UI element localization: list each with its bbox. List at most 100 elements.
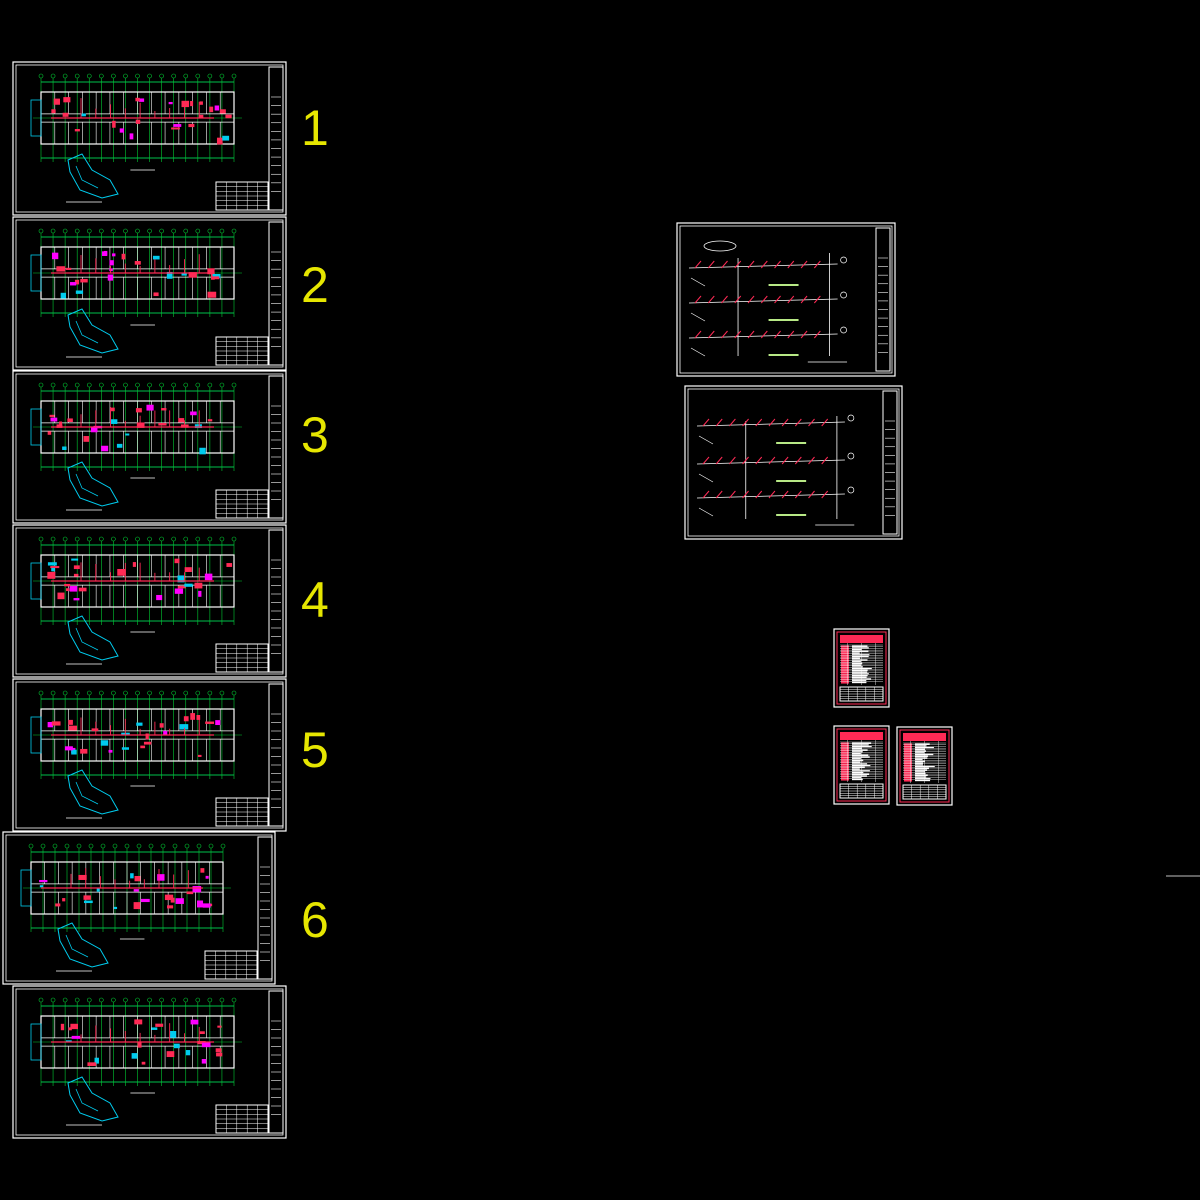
riser-note	[698, 507, 714, 517]
plumbing-fixture	[141, 1061, 146, 1065]
plumbing-fixture	[137, 1041, 142, 1048]
plan-sheet-6[interactable]	[2, 831, 276, 985]
table-text	[852, 667, 872, 670]
table-cell-mark	[904, 767, 912, 770]
riser-fixture-symbol	[702, 456, 710, 465]
plumbing-fixture	[62, 112, 69, 117]
plumbing-fixture	[161, 408, 167, 411]
plumbing-fixture	[73, 573, 79, 577]
axis-bubble	[159, 73, 164, 79]
key-plan-inner	[75, 1088, 99, 1112]
axis-bubble	[62, 690, 68, 696]
plumbing-fixture	[190, 1019, 199, 1025]
plumbing-fixture	[69, 586, 78, 592]
plumbing-fixture	[131, 1053, 138, 1059]
title-block-strip	[268, 66, 284, 211]
axis-bubble	[74, 73, 80, 79]
plumbing-fixture	[113, 906, 118, 910]
riser-tag	[847, 414, 855, 422]
axis-bubble	[231, 536, 237, 542]
table-text	[915, 745, 927, 747]
plumbing-fixture	[166, 271, 173, 279]
sheet-number-3: 3	[301, 407, 329, 463]
axis-bubble	[231, 73, 237, 79]
plumbing-fixture	[186, 891, 194, 895]
axis-bubble	[111, 382, 116, 388]
table-text	[915, 765, 935, 768]
plumbing-fixture	[185, 1050, 191, 1056]
plan-sheet-4[interactable]	[12, 524, 287, 678]
plumbing-fixture	[222, 135, 230, 141]
axis-bubble	[38, 997, 44, 1003]
plumbing-fixture	[202, 903, 211, 908]
table-cell-mark	[841, 669, 849, 672]
axis-bubble	[50, 228, 56, 234]
axis-bubble	[184, 843, 190, 849]
schedule-sheet-1[interactable]	[833, 628, 890, 708]
axis-bubble	[50, 382, 56, 388]
plumbing-fixture	[108, 749, 113, 753]
plumbing-fixture	[179, 724, 189, 730]
axis-bubble	[219, 997, 225, 1003]
table-text	[852, 671, 868, 673]
plumbing-fixture	[56, 266, 66, 272]
riser-fixture-symbol	[813, 330, 821, 339]
table-text	[915, 755, 928, 757]
plumbing-fixture	[67, 418, 73, 422]
axis-bubble	[99, 73, 104, 79]
table-text	[852, 764, 871, 767]
plan-sheet-1[interactable]	[12, 61, 287, 216]
riser-sheet-1[interactable]	[676, 222, 896, 377]
axis-bubble	[74, 228, 80, 234]
plumbing-fixture	[146, 404, 154, 411]
axis-bubble	[135, 73, 140, 79]
axis-bubble	[147, 73, 152, 79]
riser-tag	[840, 291, 847, 299]
axis-bubble	[88, 843, 94, 849]
schedule-sheet-2[interactable]	[833, 725, 890, 805]
axis-bubble	[86, 536, 92, 542]
table-text	[852, 661, 861, 663]
table-cell-mark	[841, 752, 849, 755]
table-text	[852, 650, 869, 653]
table-text	[852, 766, 865, 769]
plan-sheet-7[interactable]	[12, 985, 287, 1139]
title-block-strip	[268, 529, 284, 673]
riser-sheet-2[interactable]	[684, 385, 903, 540]
sheet-number-1: 1	[301, 100, 329, 156]
plan-sheet-3[interactable]	[12, 370, 287, 524]
riser-fixture-symbol	[694, 295, 702, 304]
table-cell-mark	[904, 750, 912, 753]
key-plan-inner	[65, 934, 89, 958]
plumbing-fixture	[65, 267, 72, 270]
riser-fixture-symbol	[734, 295, 742, 304]
plumbing-fixture	[184, 567, 192, 572]
riser-fixture-symbol	[813, 260, 821, 269]
plumbing-fixture	[47, 562, 57, 566]
table-cell-mark	[841, 664, 849, 667]
plumbing-fixture	[173, 1043, 180, 1049]
table-text	[915, 771, 926, 773]
plumbing-fixture	[168, 101, 173, 105]
plumbing-fixture	[133, 889, 139, 892]
plan-sheet-5[interactable]	[12, 678, 287, 832]
riser-note	[690, 347, 706, 357]
riser-fixture-symbol	[760, 295, 768, 304]
schedule-sheet-3[interactable]	[896, 726, 953, 806]
plan-sheet-2[interactable]	[12, 216, 287, 371]
plumbing-fixture	[204, 573, 213, 581]
plumbing-fixture	[73, 565, 80, 570]
plumbing-fixture	[225, 114, 232, 119]
table-text	[915, 762, 923, 764]
legend-cloud	[703, 240, 737, 252]
plumbing-fixture	[171, 127, 180, 130]
table-cell-mark	[841, 667, 849, 670]
axis-bubble	[207, 228, 213, 234]
table-cell-mark	[904, 772, 912, 775]
plumbing-fixture	[68, 719, 73, 725]
axis-bubble	[171, 73, 176, 79]
plumbing-fixture	[212, 273, 221, 279]
axis-bubble	[196, 843, 202, 849]
table-text	[852, 747, 862, 750]
